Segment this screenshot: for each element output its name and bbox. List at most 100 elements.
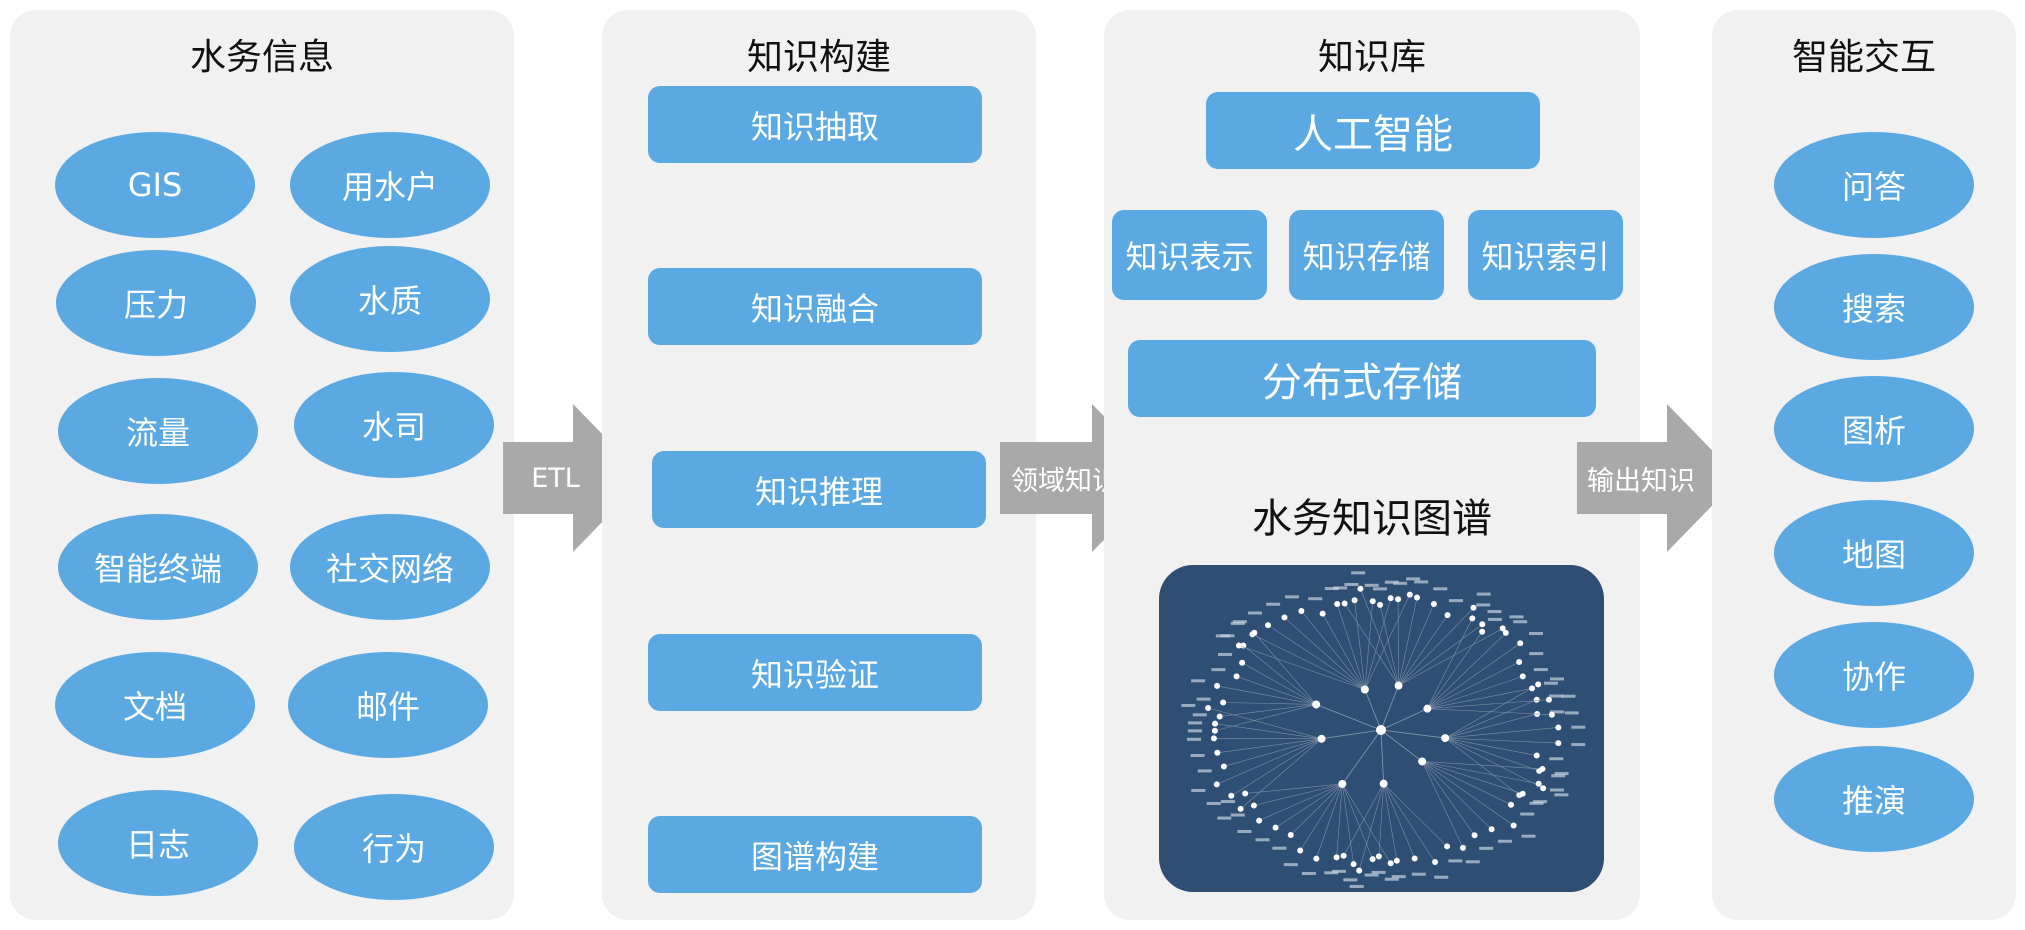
graph-leaf-label (1384, 877, 1399, 881)
graph-leaf-node (1510, 822, 1517, 829)
graph-leaf-node (1535, 780, 1542, 787)
graph-leaf-label (1549, 710, 1564, 714)
graph-leaf-label (1554, 793, 1569, 797)
graph-hub-node (1423, 704, 1432, 713)
graph-edge (1217, 738, 1322, 754)
graph-leaf-node (1334, 600, 1341, 607)
graph-leaf-node (1239, 659, 1246, 666)
graph-edge (1445, 727, 1559, 739)
graph-leaf-node (1233, 673, 1240, 680)
graph-leaf-label (1211, 668, 1226, 672)
graph-leaf-label (1272, 846, 1287, 850)
graph-leaf-node (1413, 594, 1420, 601)
graph-leaf-node (1287, 832, 1294, 839)
graph-leaf-node (1272, 824, 1279, 831)
graph-edge (1383, 783, 1398, 861)
graph-edge (1336, 603, 1366, 690)
graph-leaf-label (1266, 602, 1281, 606)
graph-leaf-label (1192, 713, 1207, 717)
graph-leaf-node (1499, 625, 1506, 632)
graph-edge (1316, 704, 1382, 731)
graph-edge (1427, 676, 1523, 709)
graph-leaf-label (1237, 829, 1252, 833)
graph-leaf-label (1364, 873, 1379, 877)
graph-edge (1322, 613, 1366, 690)
node-graph-analysis: 图析 (1774, 376, 1974, 482)
graph-leaf-node (1444, 843, 1451, 850)
graph-leaf-node (1519, 790, 1526, 797)
graph-leaf-node (1430, 600, 1437, 607)
node-knowledge-representation: 知识表示 (1112, 210, 1267, 300)
graph-edge (1364, 598, 1391, 690)
node-gis: GIS (55, 132, 255, 238)
graph-leaf-label (1247, 611, 1262, 615)
graph-edge (1243, 645, 1317, 705)
graph-leaf-label (1217, 816, 1232, 820)
graph-leaf-label (1372, 587, 1387, 591)
graph-edge (1223, 702, 1317, 705)
graph-leaf-node (1508, 801, 1515, 808)
arrow-output-knowledge (1577, 404, 1739, 552)
graph-leaf-label (1308, 597, 1323, 601)
graph-edge (1245, 783, 1343, 794)
graph-edge (1421, 761, 1464, 848)
node-knowledge-extraction: 知识抽取 (648, 86, 982, 163)
graph-leaf-label (1324, 871, 1339, 875)
graph-leaf-label (1218, 652, 1233, 656)
graph-edge (1422, 761, 1539, 785)
graph-leaf-node (1214, 682, 1221, 689)
graph-edge (1398, 597, 1418, 686)
graph-leaf-label (1549, 757, 1564, 761)
graph-leaf-label (1344, 582, 1359, 586)
graph-edge (1216, 685, 1317, 705)
graph-leaf-label (1551, 774, 1566, 778)
graph-leaf-node (1469, 615, 1476, 622)
graph-edge (1422, 761, 1523, 795)
graph-leaf-label (1364, 583, 1379, 587)
graph-edge (1445, 737, 1559, 744)
graph-edge (1360, 588, 1399, 686)
graph-leaf-label (1384, 580, 1399, 584)
graph-leaf-node (1533, 696, 1540, 703)
graph-leaf-node (1297, 847, 1304, 854)
node-artificial-intelligence: 人工智能 (1206, 92, 1540, 169)
graph-leaf-label (1255, 838, 1270, 842)
graph-edge (1380, 685, 1399, 731)
graph-leaf-label (1550, 788, 1565, 792)
graph-leaf-node (1533, 752, 1540, 759)
graph-leaf-label (1283, 863, 1298, 867)
panel-title-interaction: 智能交互 (1791, 37, 1936, 78)
graph-edge (1380, 729, 1423, 762)
graph-leaf-node (1313, 855, 1320, 862)
graph-edge (1398, 614, 1448, 686)
graph-leaf-node (1214, 749, 1221, 756)
graph-leaf-node (1228, 792, 1235, 799)
panel-interaction: 智能交互 问答 搜索 图析 地图 协作 推演 (1712, 10, 2016, 920)
graph-leaf-node (1205, 704, 1212, 711)
graph-leaf-label (1371, 870, 1386, 874)
graph-leaf-node (1517, 640, 1524, 647)
graph-edge (1427, 618, 1473, 709)
graph-leaf-label (1571, 725, 1586, 729)
node-document: 文档 (55, 652, 255, 758)
graph-leaf-node (1432, 859, 1439, 866)
graph-edge (1236, 676, 1317, 705)
graph-leaf-node (1539, 765, 1546, 772)
graph-leaf-node (1444, 612, 1451, 619)
node-knowledge-storage: 知识存储 (1289, 210, 1444, 300)
graph-leaf-label (1448, 859, 1463, 863)
graph-leaf-node (1211, 727, 1218, 734)
graph-leaf-node (1470, 604, 1477, 611)
graph-edge (1321, 729, 1382, 740)
arrow-label-etl: ETL (531, 462, 580, 494)
graph-leaf-node (1213, 781, 1220, 788)
graph-edge (1383, 783, 1448, 847)
graph-edge (1267, 624, 1366, 690)
node-flow: 流量 (58, 378, 258, 484)
graph-leaf-node (1529, 685, 1536, 692)
knowledge-graph-visual (1181, 571, 1586, 888)
graph-edge (1275, 783, 1343, 828)
graph-leaf-node (1237, 805, 1244, 812)
graph-leaf-label (1533, 800, 1548, 804)
graph-edge (1341, 729, 1382, 785)
